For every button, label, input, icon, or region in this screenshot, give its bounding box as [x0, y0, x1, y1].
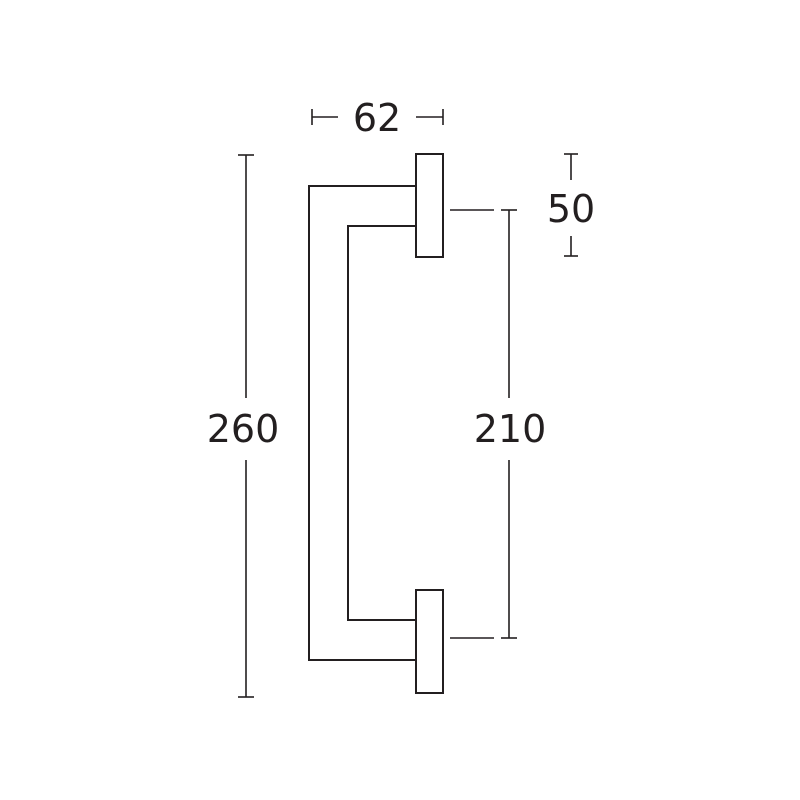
top-mounting-block — [415, 153, 444, 258]
handle-inner-outline — [347, 225, 416, 621]
width-dimension-label: 62 — [353, 96, 401, 140]
width-dimension: 62 — [311, 96, 444, 140]
handle-outer-outline — [308, 185, 416, 661]
block-height-dimension: 50 — [547, 153, 595, 257]
bottom-mounting-block — [415, 589, 444, 694]
center-distance-dimension: 210 — [450, 209, 547, 639]
overall-length-dimension: 260 — [207, 154, 280, 698]
center-distance-dimension-label: 210 — [474, 407, 547, 451]
block-height-dimension-label: 50 — [547, 187, 595, 231]
overall-length-dimension-label: 260 — [207, 407, 280, 451]
